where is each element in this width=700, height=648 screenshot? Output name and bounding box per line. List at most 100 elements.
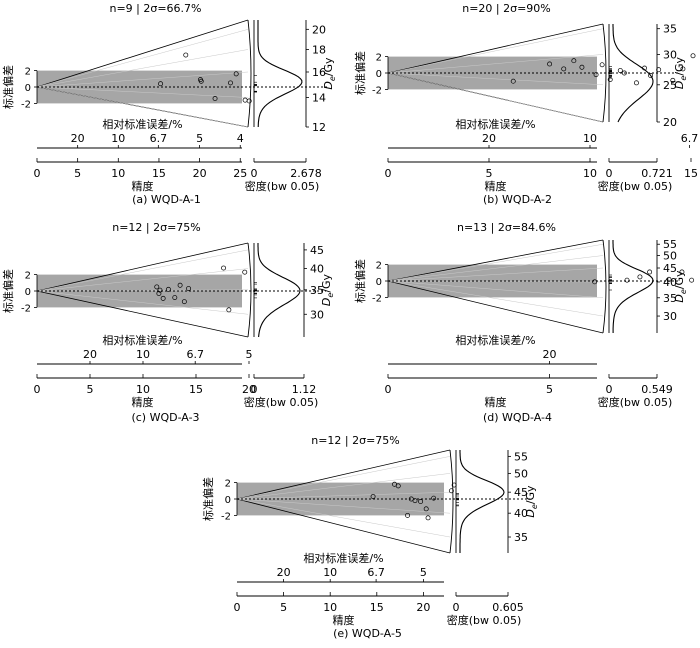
density-curve: [459, 450, 505, 553]
rse-tick-label: 6.7: [681, 132, 699, 145]
precision-tick-label: 5: [280, 601, 287, 614]
radial-guide-line: [387, 280, 604, 283]
data-point: [246, 98, 252, 104]
density-tick-label: 1.12: [292, 383, 317, 396]
data-point: [160, 295, 166, 301]
radial-guide-line: [387, 243, 604, 282]
panel-header: n=20 | 2σ=90%: [462, 2, 551, 15]
precision-tick-label: 0: [34, 383, 41, 396]
precision-tick-label: 5: [87, 383, 94, 396]
wedge-upper-line: [387, 239, 604, 282]
data-point: [547, 61, 553, 67]
rse-tick-label: 6.7: [150, 132, 168, 145]
de-tick-label: 30: [310, 308, 324, 321]
std-tick-label: -2: [21, 303, 31, 314]
data-point: [233, 71, 239, 77]
std-axis-label: 标准偏差: [1, 65, 15, 109]
std-tick-label: 0: [225, 495, 231, 506]
wedge-upper-line: [236, 449, 451, 500]
data-point: [592, 279, 598, 285]
wedge-lower-line: [387, 280, 604, 334]
precision-tick-label: 20: [242, 383, 256, 396]
radial-guide-line: [387, 280, 604, 299]
two-sigma-band: [37, 70, 242, 104]
rse-tick-label: 6.7: [367, 566, 385, 579]
radial-guide-line: [36, 86, 249, 128]
std-tick-label: 0: [25, 83, 31, 94]
data-point: [561, 66, 567, 72]
de-tick-label: 35: [514, 531, 528, 544]
std-axis-label: 标准偏差: [1, 269, 15, 313]
de-arc: [602, 239, 607, 334]
rse-axis-label: 相对标准误差/%: [102, 333, 182, 347]
density-axis-label: 密度(bw 0.05): [245, 179, 320, 193]
data-point: [405, 512, 411, 518]
data-point: [181, 299, 187, 305]
data-point: [412, 498, 418, 504]
data-point: [599, 62, 605, 68]
rse-axis-label: 相对标准误差/%: [455, 117, 535, 131]
rse-tick-label: 10: [111, 132, 125, 145]
rse-tick-label: 10: [136, 348, 150, 361]
radial-guide-line: [236, 473, 451, 500]
density-tick-label: 0: [251, 383, 258, 396]
rse-tick-label: 5: [420, 566, 427, 579]
data-point: [593, 72, 599, 78]
de-tick-label: 12: [312, 121, 326, 134]
std-tick-label: 0: [376, 277, 382, 288]
density-tick-label: 0: [606, 167, 613, 180]
std-tick-label: 0: [25, 287, 31, 298]
precision-tick-label: 0: [385, 167, 392, 180]
de-tick-label: 50: [663, 250, 677, 263]
density-curve: [612, 24, 654, 123]
radial-guide-line: [36, 290, 249, 315]
wedge-upper-line: [387, 23, 604, 74]
data-point: [425, 515, 431, 521]
data-point: [172, 295, 178, 301]
rse-axis-label: 相对标准误差/%: [303, 551, 383, 565]
de-arc: [247, 242, 252, 338]
panel-header: n=12 | 2σ=75%: [112, 221, 201, 234]
rse-axis-label: 相对标准误差/%: [102, 117, 182, 131]
de-tick-label: 40: [310, 263, 324, 276]
density-tick-label: 2.678: [290, 167, 322, 180]
radial-guide-line: [387, 54, 604, 74]
density-curve: [257, 243, 301, 338]
std-tick-label: -2: [372, 85, 382, 96]
radial-guide-line: [387, 28, 604, 74]
de-tick-label: 16: [312, 66, 326, 79]
de-axis-label: De/Gy: [673, 270, 688, 303]
data-point: [212, 96, 218, 101]
precision-tick-label: 15: [152, 167, 166, 180]
radial-guide-line: [36, 86, 249, 98]
data-point: [647, 269, 653, 275]
data-point: [186, 286, 192, 291]
std-tick-label: 2: [376, 261, 382, 272]
panel-caption: (d) WQD-A-4: [483, 411, 552, 424]
data-point: [157, 287, 163, 293]
de-axis-label: De/Gy: [524, 485, 539, 518]
rse-tick-label: 10: [583, 132, 597, 145]
wedge-upper-line: [36, 19, 249, 88]
de-axis-label: De/Gy: [320, 273, 335, 306]
precision-tick-label: 15: [684, 167, 698, 180]
de-tick-label: 14: [312, 92, 326, 105]
data-point: [177, 282, 183, 288]
rse-tick-label: 10: [323, 566, 337, 579]
radial-guide-line: [36, 289, 249, 292]
data-point: [226, 307, 232, 313]
panel-caption: (e) WQD-A-5: [333, 627, 402, 640]
data-point: [431, 495, 437, 501]
de-arc: [247, 19, 252, 128]
de-tick-label: 30: [663, 48, 677, 61]
radial-plot-panel: n=13 | 2σ=84.6%-202标准偏差303540455055De/Gy…: [353, 221, 695, 424]
rse-tick-label: 6.7: [186, 348, 204, 361]
data-point: [423, 506, 429, 512]
data-point: [679, 269, 685, 275]
data-point: [670, 77, 676, 83]
de-arc: [449, 449, 454, 554]
data-point: [666, 276, 672, 282]
de-tick-label: 18: [312, 43, 326, 56]
data-point: [242, 269, 248, 275]
precision-axis-label: 精度: [485, 395, 507, 409]
